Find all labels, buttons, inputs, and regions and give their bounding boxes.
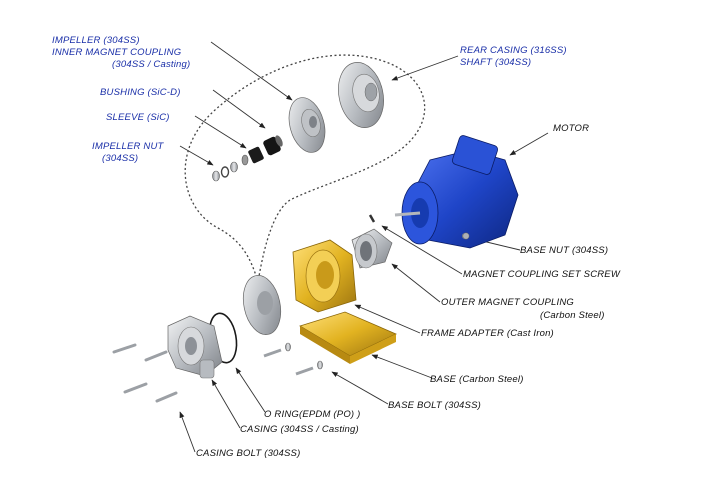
label-sleeve: SLEEVE (SiC): [106, 112, 170, 123]
label-impeller-nut-material: (304SS): [102, 153, 139, 164]
impeller-nut-parts: [212, 161, 238, 182]
impeller-label: IMPELLER (304SS): [52, 35, 140, 46]
base-nut: [462, 232, 470, 240]
outer-magnet-coupling: [351, 228, 393, 269]
label-o-ring: O RING(EPDM (PO) ): [264, 409, 361, 420]
label-inner-magnet: INNER MAGNET COUPLING: [52, 47, 181, 59]
label-impeller: IMPELLER (304SS): [52, 35, 140, 47]
label-base: BASE (Carbon Steel): [430, 374, 524, 385]
inner-magnet-coupling: [288, 97, 326, 153]
label-bushing: BUSHING (SiC-D): [100, 87, 181, 98]
base-bolts: [263, 342, 323, 376]
label-set-screw: MAGNET COUPLING SET SCREW: [463, 269, 621, 280]
label-casing-bolt: CASING BOLT (304SS): [196, 448, 301, 459]
label-outer-magnet-material: (Carbon Steel): [540, 310, 605, 321]
callout-balloon: [184, 54, 426, 283]
rear-casing: [338, 62, 384, 128]
leader-lines: [179, 41, 549, 453]
label-rear-casing: REAR CASING (316SS): [460, 45, 567, 56]
motor: [394, 135, 519, 249]
label-motor: MOTOR: [553, 123, 590, 134]
label-impeller-nut: IMPELLER NUT: [92, 141, 164, 152]
label-casing: CASING (304SS / Casting): [240, 424, 359, 435]
label-base-nut: BASE NUT (304SS): [520, 245, 609, 256]
inner-magnet-material-label: (304SS / Casting): [112, 59, 191, 70]
bushing-sleeve: [241, 135, 283, 166]
label-inner-magnet-material: (304SS / Casting): [112, 59, 190, 71]
impeller: [242, 275, 282, 335]
inner-magnet-label: INNER MAGNET COUPLING: [52, 47, 182, 58]
base-plate: [299, 311, 397, 364]
label-frame-adapter: FRAME ADAPTER (Cast Iron): [421, 328, 554, 339]
set-screw: [368, 214, 376, 223]
casing-bolts: [112, 343, 178, 403]
casing: [167, 315, 223, 379]
label-outer-magnet: OUTER MAGNET COUPLING: [441, 297, 574, 308]
label-base-bolt: BASE BOLT (304SS): [388, 400, 481, 411]
frame-adapter: [292, 239, 357, 313]
label-shaft: SHAFT (304SS): [460, 57, 532, 68]
